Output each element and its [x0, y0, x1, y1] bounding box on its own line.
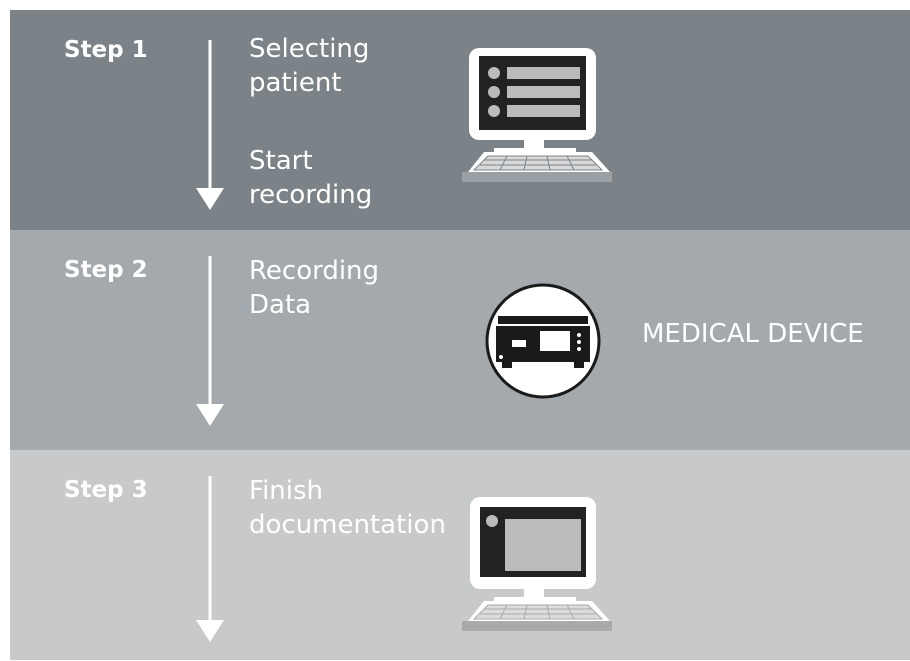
- step-3-line-2: documentation: [249, 510, 446, 540]
- step-3-label: Step 3: [64, 477, 148, 503]
- step-3-description: Finish documentation: [249, 474, 446, 542]
- step-1-description-extra: Start recording: [249, 144, 372, 212]
- down-arrow-icon: [196, 476, 224, 642]
- step-1-line-3: Start: [249, 146, 313, 176]
- step-2-description: Recording Data: [249, 254, 379, 322]
- step-1-description: Selecting patient: [249, 32, 369, 100]
- down-arrow-icon: [196, 256, 224, 426]
- step-1-line-4: recording: [249, 180, 373, 210]
- down-arrow-icon: [196, 40, 224, 210]
- step-2-line-1: Recording: [249, 256, 380, 286]
- computer-document-icon: [462, 497, 612, 631]
- step-3-line-1: Finish: [249, 476, 324, 506]
- step-1-panel: Step 1 Selecting patient Start recording: [10, 10, 910, 230]
- step-3-panel: Step 3 Finish documentation: [10, 450, 910, 660]
- step-1-line-2: patient: [249, 68, 342, 98]
- medical-device-icon: [485, 283, 601, 399]
- step-2-panel: Step 2 Recording Data MEDICAL DEVICE: [10, 230, 910, 450]
- step-2-label: Step 2: [64, 257, 148, 283]
- step-1-label: Step 1: [64, 37, 148, 63]
- medical-device-label: MEDICAL DEVICE: [642, 319, 864, 349]
- step-1-line-1: Selecting: [249, 34, 370, 64]
- computer-list-icon: [462, 48, 612, 182]
- step-2-line-2: Data: [249, 290, 312, 320]
